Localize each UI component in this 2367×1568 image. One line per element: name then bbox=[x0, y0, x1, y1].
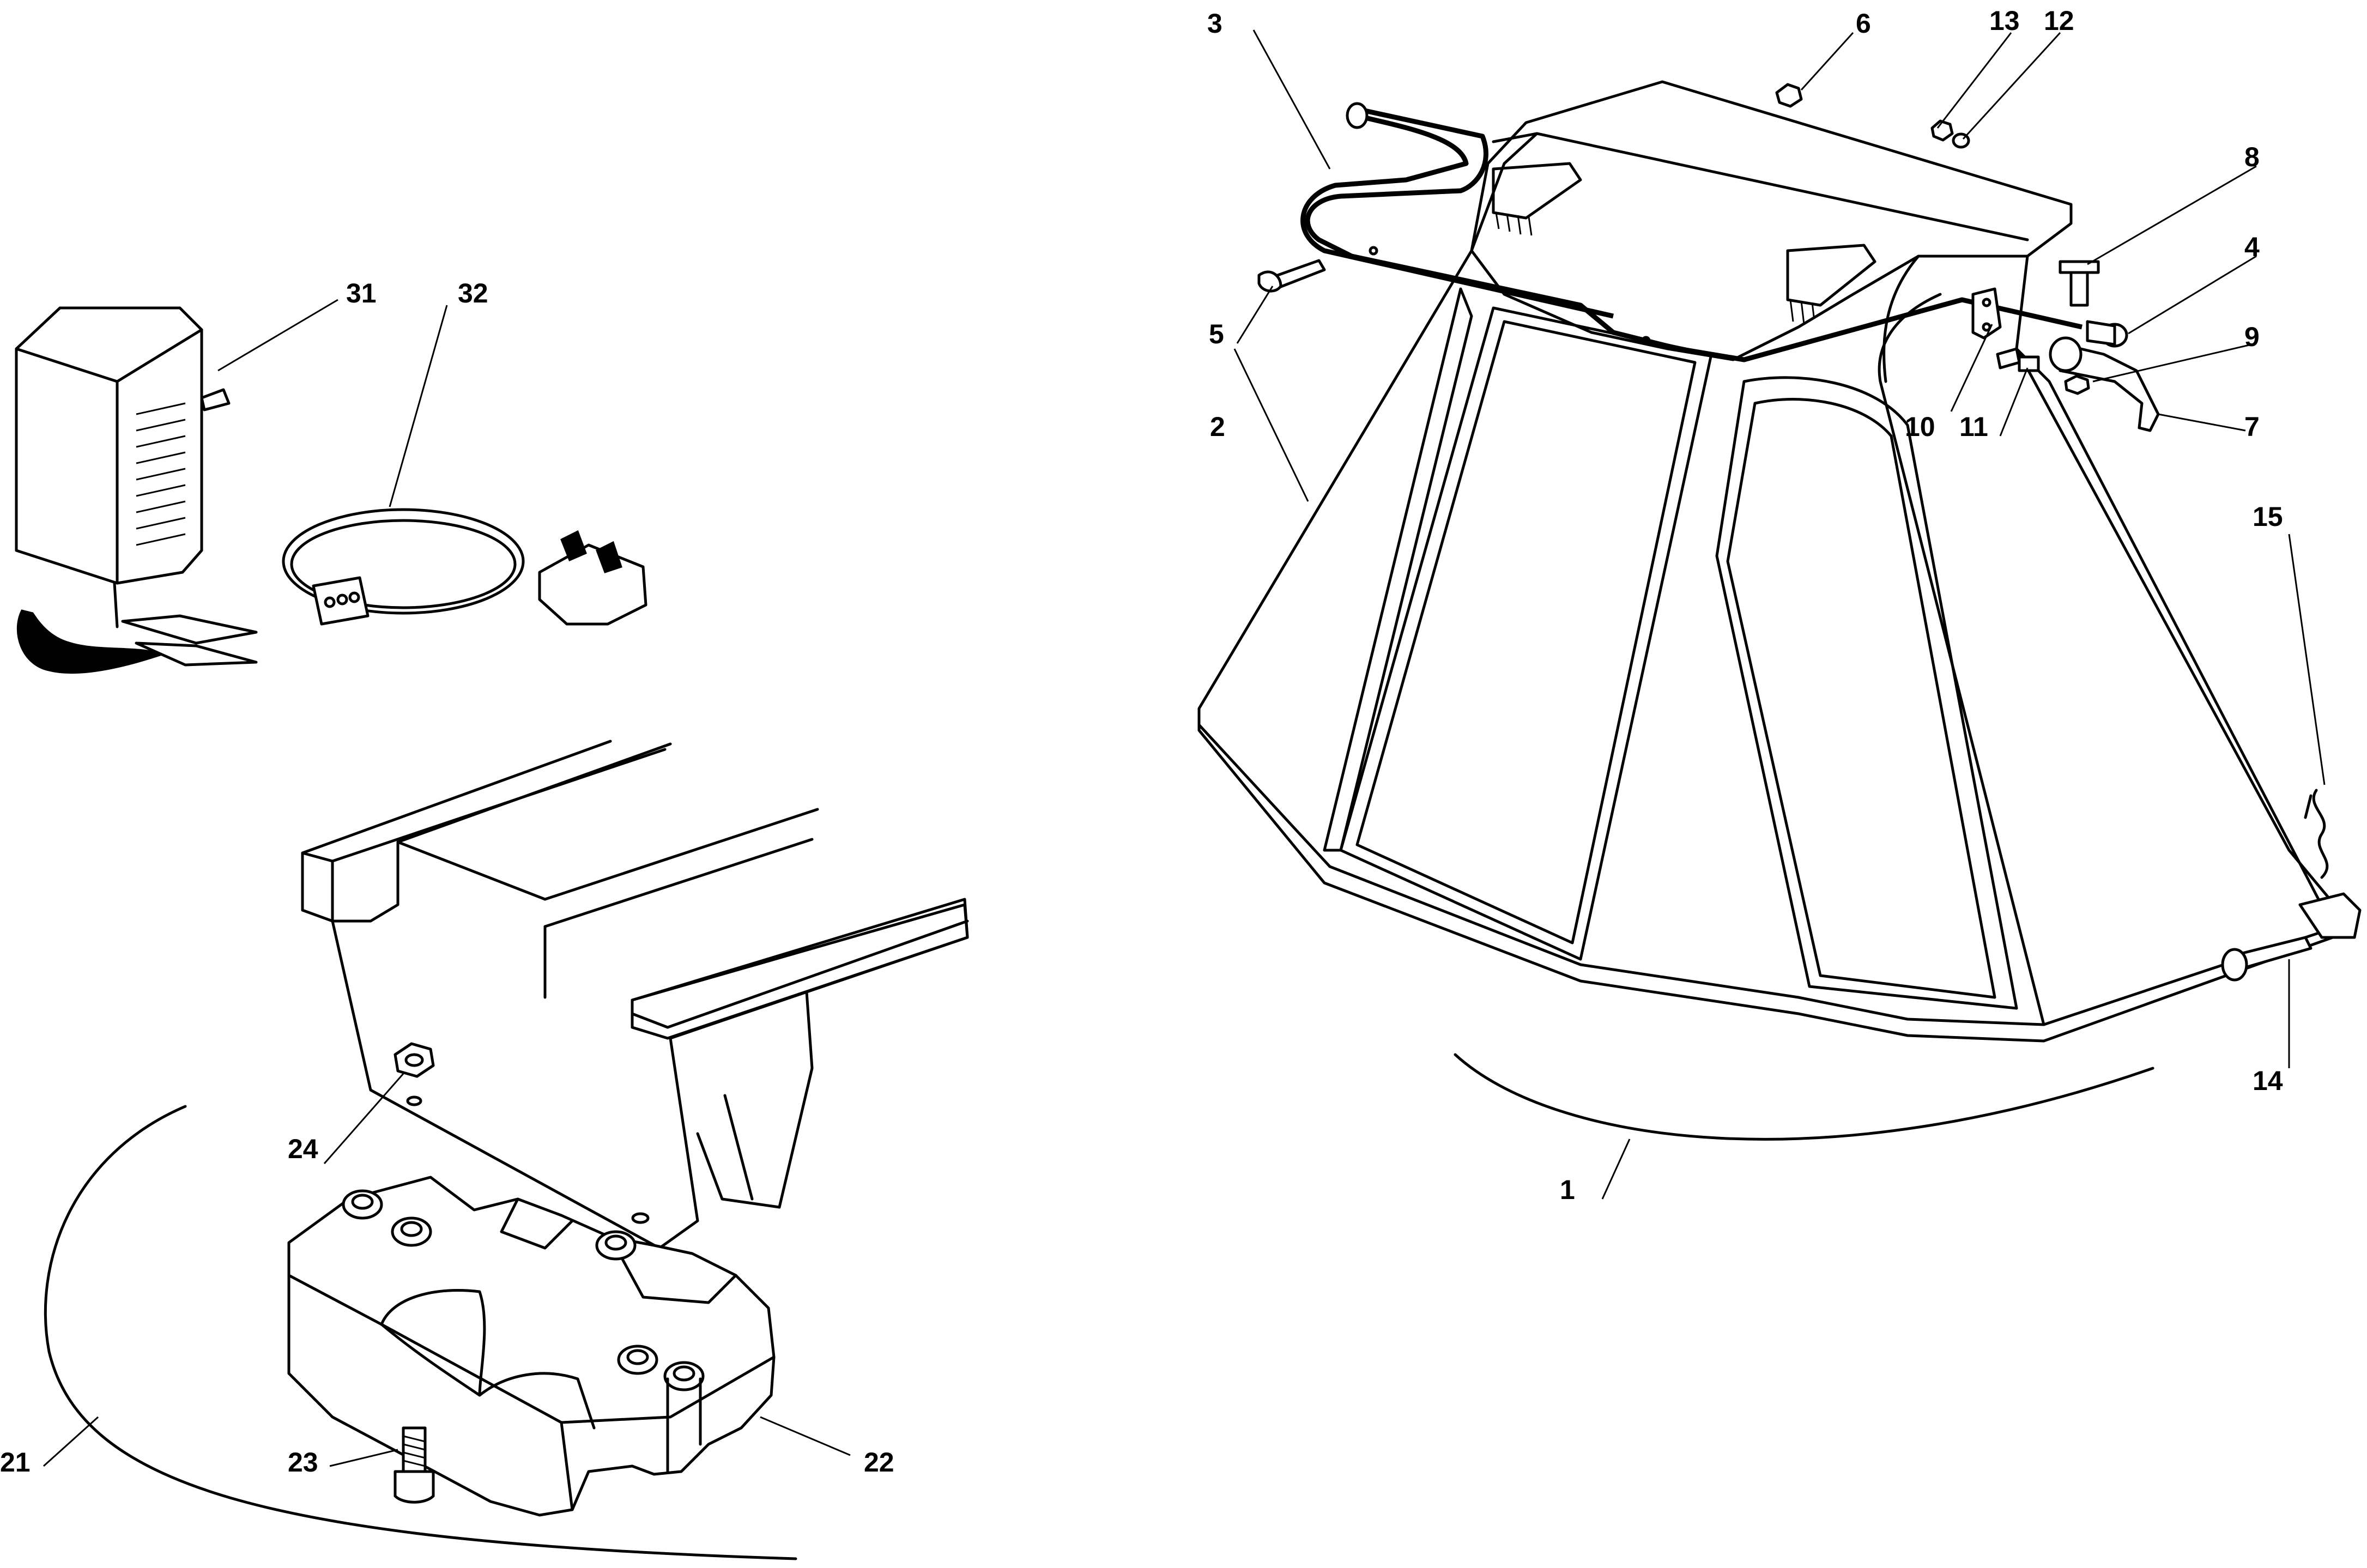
callout-8: 8 bbox=[2244, 142, 2260, 172]
callout-11: 11 bbox=[1959, 411, 1988, 442]
callout-23: 23 bbox=[288, 1447, 318, 1478]
callout-24: 24 bbox=[288, 1134, 318, 1164]
callout-14: 14 bbox=[2253, 1065, 2283, 1096]
callout-9: 9 bbox=[2244, 322, 2260, 352]
leader-lines bbox=[43, 29, 2326, 1467]
callout-31: 31 bbox=[346, 278, 377, 308]
callout-3: 3 bbox=[1207, 8, 1222, 39]
callout-10: 10 bbox=[1905, 411, 1935, 442]
callout-7: 7 bbox=[2244, 411, 2260, 442]
callout-15: 15 bbox=[2253, 501, 2283, 532]
callout-21: 21 bbox=[0, 1447, 31, 1478]
callout-22: 22 bbox=[864, 1447, 894, 1478]
callout-12: 12 bbox=[2044, 5, 2074, 36]
battery-charger bbox=[15, 306, 258, 674]
grass-collector bbox=[1197, 80, 2362, 1141]
callout-5: 5 bbox=[1209, 319, 1224, 349]
callout-6: 6 bbox=[1856, 8, 1871, 39]
callout-labels: 1 2 3 4 5 6 7 8 9 10 11 12 13 14 15 21 2… bbox=[0, 5, 2283, 1478]
callout-2: 2 bbox=[1210, 411, 1225, 442]
callout-13: 13 bbox=[1989, 5, 2020, 36]
frame-and-ballast bbox=[44, 740, 969, 1560]
callout-4: 4 bbox=[2244, 232, 2260, 262]
callout-1: 1 bbox=[1560, 1175, 1575, 1205]
charger-cable bbox=[282, 508, 647, 626]
callout-32: 32 bbox=[458, 278, 488, 308]
